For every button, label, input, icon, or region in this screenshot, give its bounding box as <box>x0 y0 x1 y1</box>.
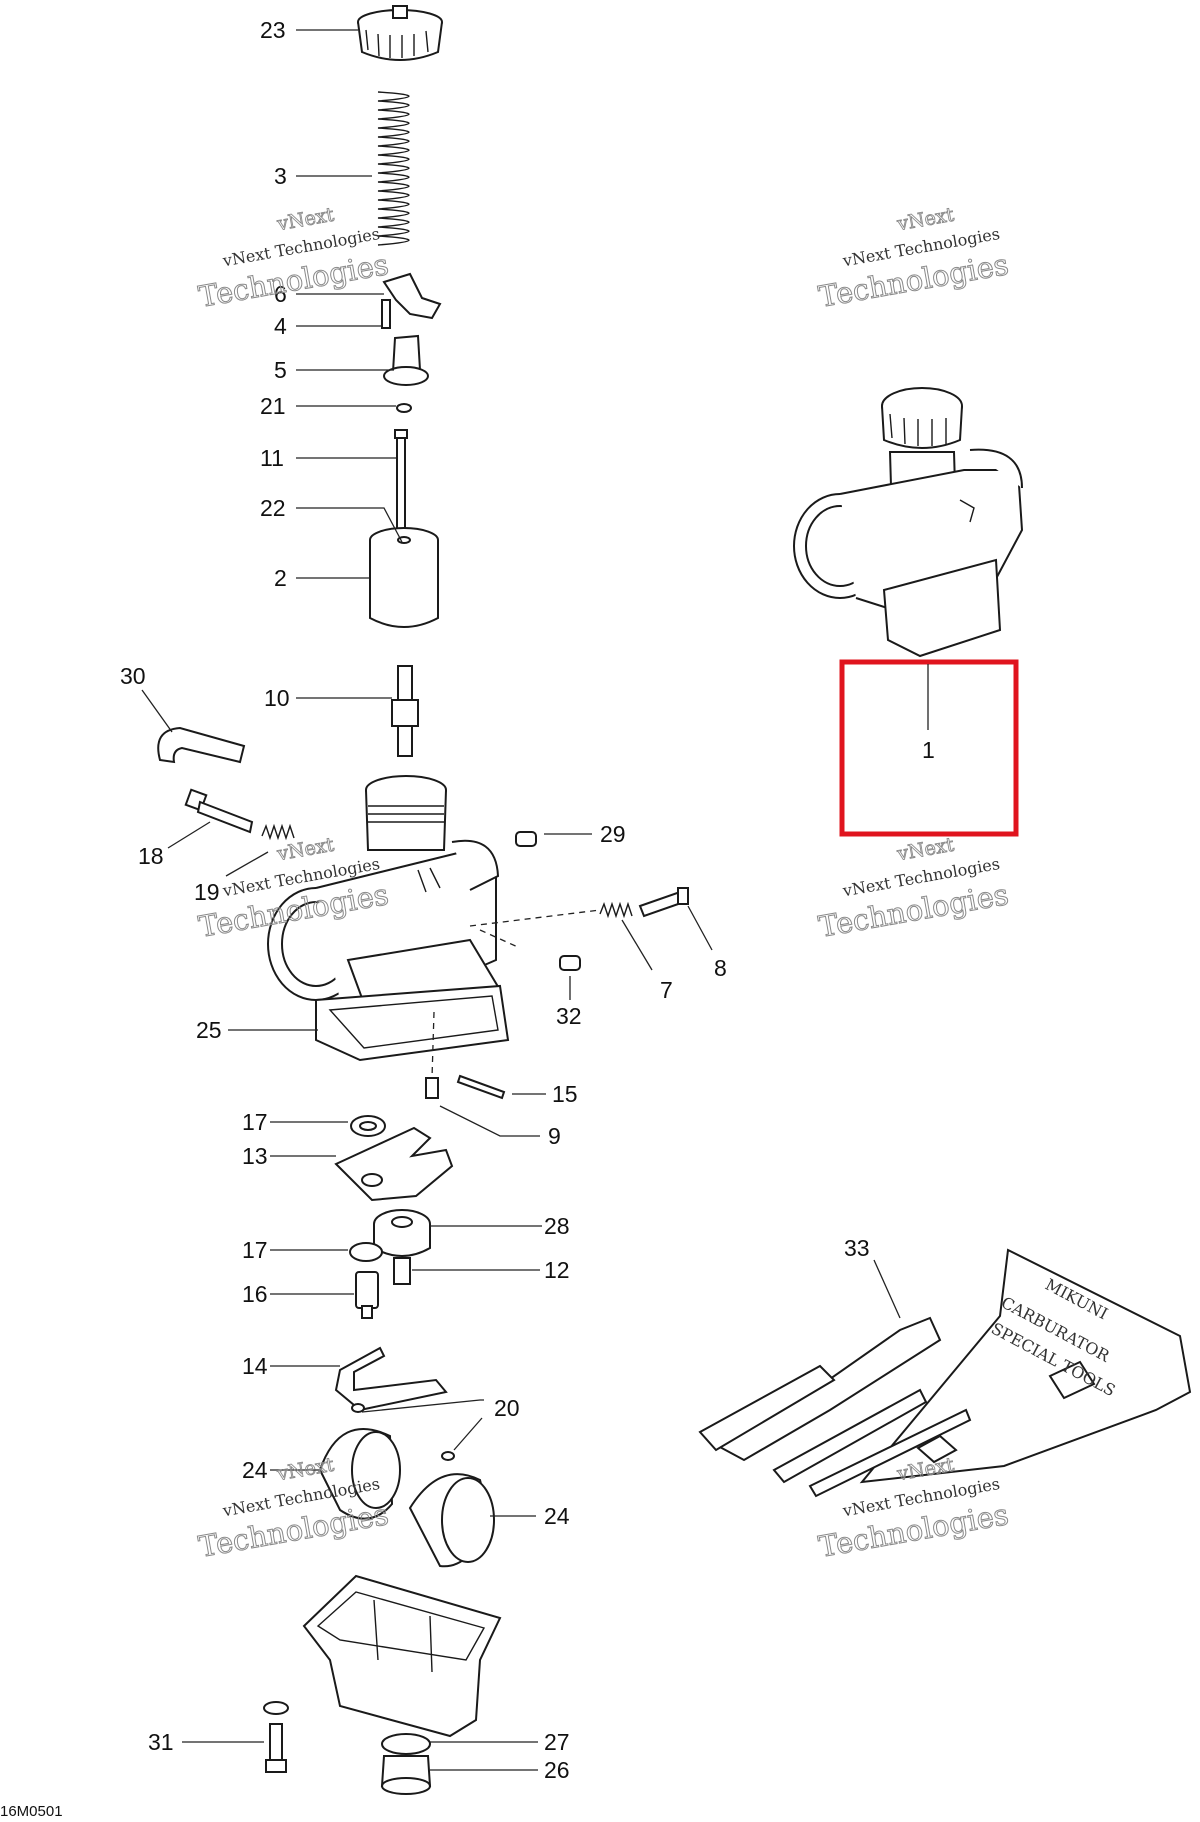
callout-17b: 17 <box>242 1237 268 1263</box>
watermark-2: vNext vNext Technologies Technologies <box>816 203 1012 314</box>
part-24-float-left[interactable] <box>318 1428 401 1520</box>
part-20-pins[interactable] <box>351 1403 455 1461</box>
callout-26: 26 <box>544 1757 570 1783</box>
callout-5: 5 <box>274 357 287 383</box>
callout-1: 1 <box>922 737 935 763</box>
part-13-plate[interactable] <box>334 1126 454 1202</box>
watermark-4: vNext vNext Technologies Technologies <box>816 833 1012 944</box>
part-21-ring[interactable] <box>396 403 412 413</box>
callout-4: 4 <box>274 313 287 339</box>
callout-labels: 23 3 6 4 5 21 11 22 2 30 10 18 19 29 25 … <box>120 17 935 1783</box>
part-33-tool-kit[interactable]: MIKUNI CARBURATOR SPECIAL TOOLS <box>698 1248 1192 1498</box>
callout-20: 20 <box>494 1395 520 1421</box>
part-29-plug[interactable] <box>515 831 537 847</box>
svg-text:vNext: vNext <box>275 834 336 866</box>
callout-9: 9 <box>548 1123 561 1149</box>
callout-21: 21 <box>260 393 286 419</box>
callout-15: 15 <box>552 1081 578 1107</box>
part-24-float-right[interactable] <box>408 1473 495 1568</box>
callout-8: 8 <box>714 955 727 981</box>
part-17-gasket[interactable] <box>350 1115 386 1137</box>
highlight-box <box>839 659 1019 837</box>
callout-11: 11 <box>260 445 284 471</box>
callout-17a: 17 <box>242 1109 268 1135</box>
callout-14: 14 <box>242 1353 268 1379</box>
part-30-hose[interactable] <box>157 726 246 764</box>
diagram-code: 16M0501 <box>0 1803 63 1820</box>
part-17b-gasket[interactable] <box>349 1242 383 1262</box>
part-7-spring[interactable] <box>599 901 633 919</box>
callout-28: 28 <box>544 1213 570 1239</box>
part-4-pin[interactable] <box>381 299 391 329</box>
float-bowl[interactable] <box>302 1574 502 1738</box>
carburetor-body[interactable] <box>267 775 510 1062</box>
callout-23: 23 <box>260 17 286 43</box>
callout-27: 27 <box>544 1729 570 1755</box>
callout-22: 22 <box>260 495 286 521</box>
part-28-float-valve-seat[interactable] <box>373 1209 431 1257</box>
svg-text:vNext: vNext <box>275 204 336 236</box>
part-8-screw[interactable] <box>638 887 689 918</box>
callout-13: 13 <box>242 1143 268 1169</box>
part-18-screw[interactable] <box>184 788 254 834</box>
callout-32: 32 <box>556 1003 582 1029</box>
part-3-spring[interactable] <box>377 91 410 246</box>
part-10-needle-jet[interactable] <box>391 665 419 757</box>
watermark-1: vNext vNext Technologies Technologies <box>196 203 392 314</box>
part-32-plug[interactable] <box>559 955 581 971</box>
part-9-jet[interactable] <box>425 1077 439 1099</box>
callout-24b: 24 <box>544 1503 570 1529</box>
callout-16: 16 <box>242 1281 268 1307</box>
callout-19: 19 <box>194 879 220 905</box>
callout-31: 31 <box>148 1729 174 1755</box>
part-27-gasket[interactable] <box>381 1733 431 1755</box>
part-31-screw[interactable] <box>263 1701 289 1773</box>
callout-33: 33 <box>844 1235 870 1261</box>
part-14-float-arm[interactable] <box>334 1346 448 1412</box>
part-1-carburetor-assembly[interactable] <box>793 387 1024 658</box>
part-16-main-jet[interactable] <box>355 1271 379 1319</box>
callout-2: 2 <box>274 565 287 591</box>
part-12-jet[interactable] <box>393 1257 411 1285</box>
callout-24a: 24 <box>242 1457 268 1483</box>
svg-text:vNext: vNext <box>895 204 956 236</box>
part-6-clip[interactable] <box>382 272 442 320</box>
callout-25: 25 <box>196 1017 222 1043</box>
part-11-needle[interactable] <box>394 429 408 543</box>
part-15-screw[interactable] <box>456 1074 506 1100</box>
callout-12: 12 <box>544 1257 570 1283</box>
callout-10: 10 <box>264 685 290 711</box>
part-2-throttle-valve[interactable] <box>369 527 439 628</box>
part-26-plug[interactable] <box>380 1755 432 1795</box>
callout-3: 3 <box>274 163 287 189</box>
svg-text:vNext: vNext <box>895 834 956 866</box>
part-23-cap[interactable] <box>357 5 443 61</box>
callout-30: 30 <box>120 663 146 689</box>
callout-18: 18 <box>138 843 164 869</box>
callout-6: 6 <box>274 281 287 307</box>
callout-7: 7 <box>660 977 673 1003</box>
leader-lines <box>141 29 929 1771</box>
part-19-spring[interactable] <box>261 823 295 841</box>
part-5-holder[interactable] <box>383 334 429 386</box>
callout-29: 29 <box>600 821 626 847</box>
